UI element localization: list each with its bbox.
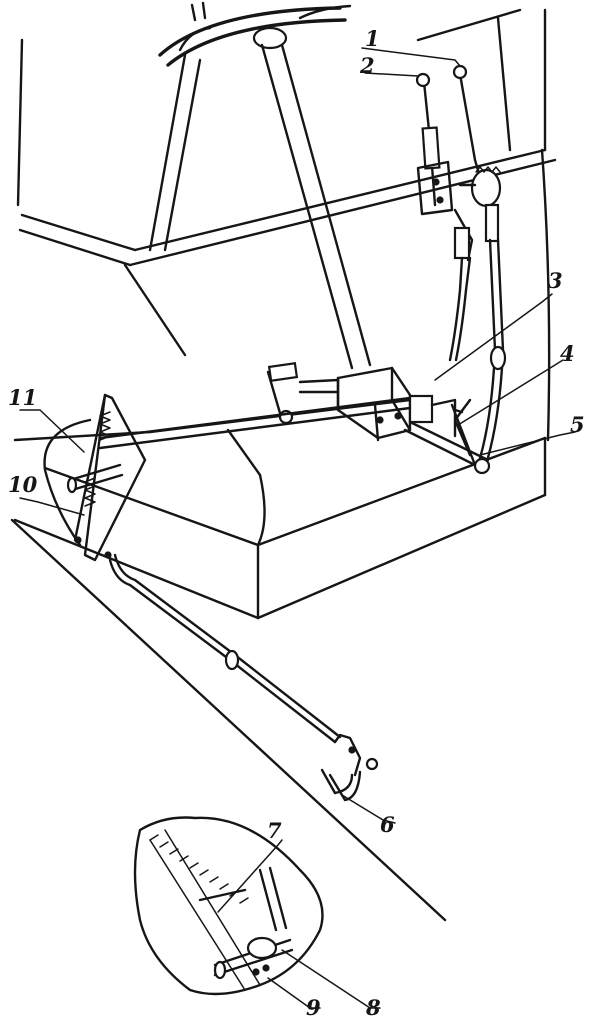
floor-platform — [10, 148, 551, 922]
chain-drive-inset — [133, 816, 324, 996]
linkage-rod — [108, 553, 379, 802]
callout-labels: 1 2 3 4 5 6 7 8 9 10 11 — [8, 26, 585, 1020]
callout-4: 4 — [560, 341, 575, 366]
callout-5: 5 — [570, 412, 585, 437]
callout-9: 9 — [306, 995, 321, 1020]
callout-2: 2 — [359, 53, 375, 78]
callout-6: 6 — [380, 812, 395, 837]
steering-wheel — [148, 1, 352, 252]
control-levers — [415, 64, 502, 262]
callout-3: 3 — [548, 268, 563, 293]
actuator-unit — [266, 362, 464, 442]
callout-1: 1 — [365, 26, 380, 51]
cross-rod — [98, 396, 491, 475]
callout-8: 8 — [365, 995, 381, 1020]
leader-lines — [19, 47, 576, 1009]
spring-bracket — [43, 393, 147, 562]
callout-11: 11 — [8, 385, 37, 410]
callout-10: 10 — [8, 472, 38, 497]
steering-column — [260, 43, 372, 370]
callout-7: 7 — [267, 818, 282, 843]
control-cables — [448, 238, 507, 470]
